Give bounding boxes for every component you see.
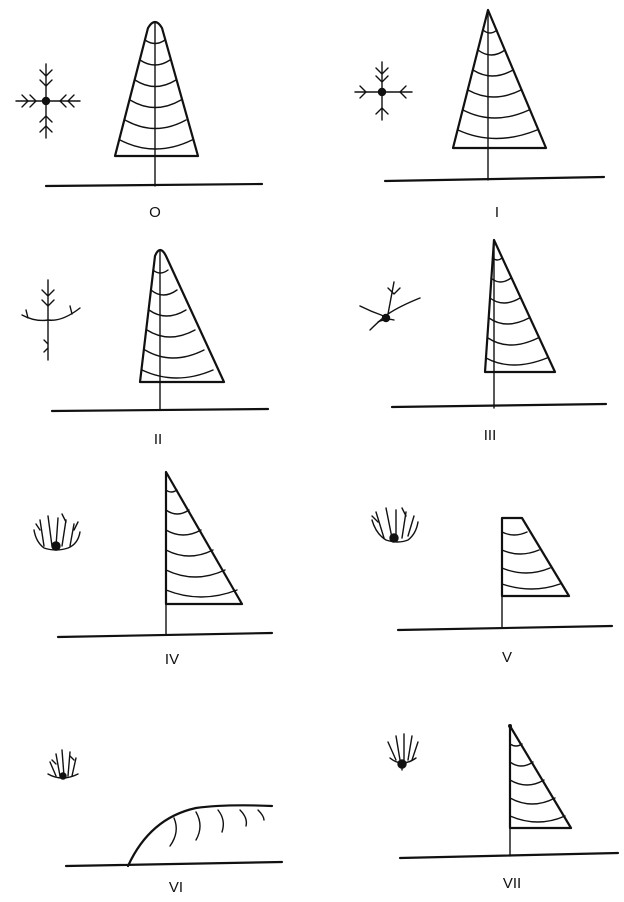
panel-i: I <box>355 10 604 221</box>
conifer-crown <box>502 518 569 628</box>
shrub-icon <box>388 734 418 770</box>
shrub-icon <box>372 508 418 542</box>
snowflake-icon <box>355 62 412 120</box>
panel-label: VII <box>503 875 521 892</box>
panel-iv: IV <box>34 472 272 668</box>
conifer-crown <box>508 724 571 856</box>
shrub-icon <box>34 514 80 550</box>
panel-v: V <box>372 508 612 666</box>
panel-label: VI <box>169 879 183 896</box>
shrub-icon <box>48 750 78 779</box>
ground-line <box>52 409 268 411</box>
panel-label: IV <box>165 651 179 668</box>
ground-line <box>400 853 618 858</box>
ground-line <box>66 862 282 866</box>
snowflake-icon <box>16 64 80 138</box>
twig-icon <box>22 280 80 360</box>
ground-line <box>46 184 262 186</box>
ground-line <box>398 626 612 630</box>
panel-vi: VI <box>48 750 282 896</box>
panel-label: I <box>495 204 499 221</box>
panel-label: II <box>154 431 162 448</box>
ground-line <box>385 177 604 181</box>
ground-line <box>58 633 272 637</box>
ground-line <box>392 404 606 407</box>
conifer-crown <box>115 22 198 186</box>
cushion-crown <box>128 805 272 866</box>
conifer-crown <box>140 250 224 410</box>
panel-label: O <box>149 204 161 221</box>
panel-iii: III <box>360 240 606 444</box>
conifer-crown <box>166 472 242 634</box>
conifer-crown <box>485 240 555 408</box>
panel-label: III <box>484 427 497 444</box>
panel-ii: II <box>22 250 268 448</box>
conifer-crown <box>453 10 546 180</box>
panel-o: O <box>16 22 262 221</box>
twig-icon <box>360 282 420 330</box>
panel-label: V <box>502 649 512 666</box>
panel-vii: VII <box>388 724 618 892</box>
